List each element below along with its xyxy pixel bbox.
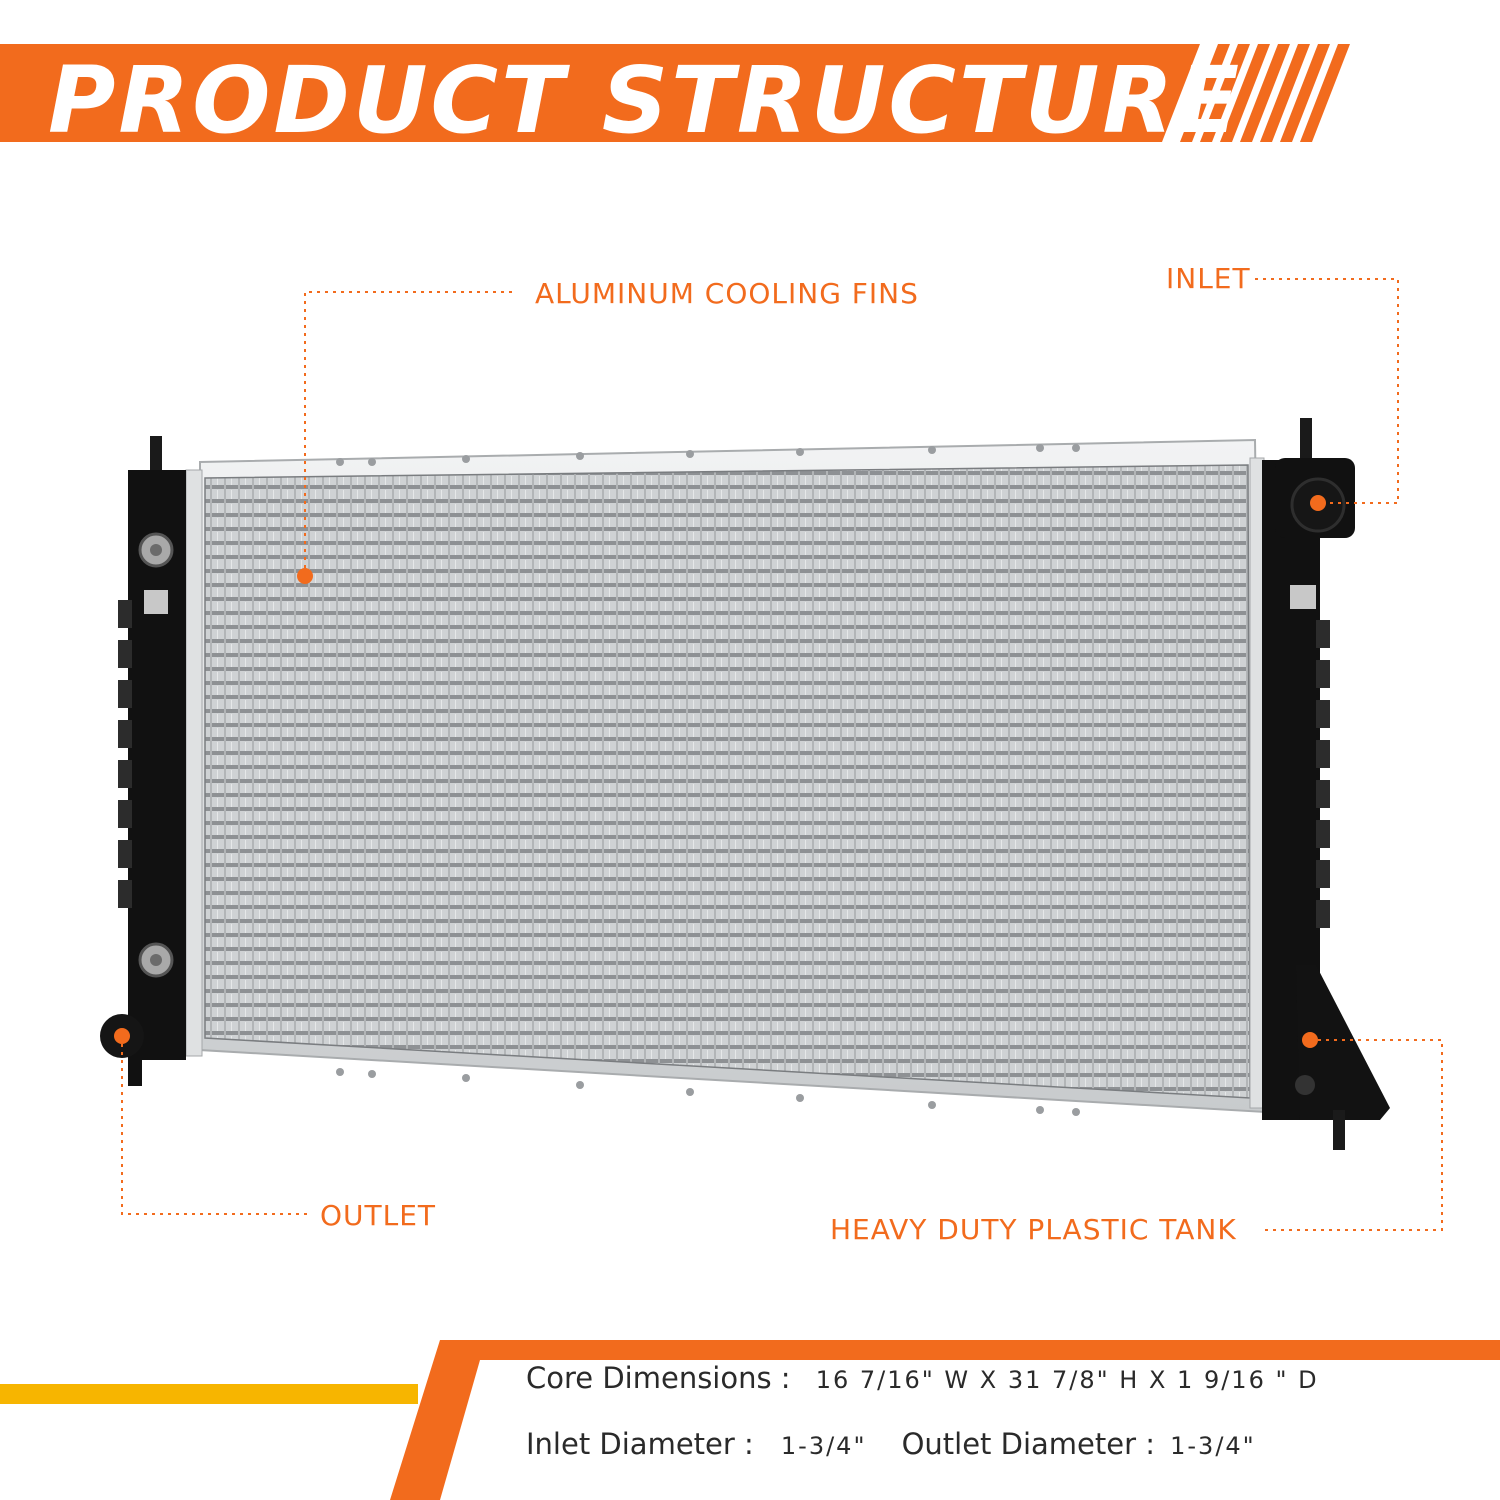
- left-plastic-tank: [100, 436, 186, 1086]
- right-side-rail: [1249, 457, 1265, 1109]
- core-dimensions-value: 16 7/16" W X 31 7/8" H X 1 9/16 " D: [815, 1366, 1319, 1394]
- core-dimensions-row: Core Dimensions : 16 7/16" W X 31 7/8" H…: [526, 1358, 1319, 1403]
- aluminum-core: [205, 465, 1250, 1098]
- page-title: PRODUCT STRUCTURE: [48, 47, 1243, 154]
- outlet-leader-line: [121, 1036, 312, 1215]
- inlet-label: INLET: [1166, 262, 1251, 295]
- outlet-marker: [114, 1028, 130, 1044]
- inlet-diameter-value: 1-3/4": [780, 1432, 867, 1460]
- callout-markers: [114, 495, 1326, 1048]
- outlet-diameter-label: Outlet Diameter :: [901, 1427, 1156, 1461]
- outlet-diameter-value: 1-3/4": [1170, 1432, 1256, 1460]
- banner-stripes: [1180, 44, 1350, 142]
- spec-text-area: [440, 1360, 1500, 1500]
- tank-leader-line: [1262, 1039, 1443, 1231]
- banner-bar: [0, 44, 1200, 142]
- cooling-fins-label: ALUMINUM COOLING FINS: [535, 277, 919, 310]
- inlet-diameter-label: Inlet Diameter :: [526, 1427, 754, 1461]
- top-mounting-holes: [336, 444, 1080, 466]
- inlet-marker: [1310, 495, 1326, 511]
- outlet-label: OUTLET: [320, 1199, 437, 1232]
- tank-marker: [1302, 1032, 1318, 1048]
- callout-leader-lines: [121, 278, 1443, 1231]
- spec-panel-shape: [0, 1340, 1500, 1500]
- bottom-mounting-holes: [336, 1068, 1080, 1116]
- title-banner: PRODUCT STRUCTURE: [0, 0, 1500, 200]
- tank-label: HEAVY DUTY PLASTIC TANK: [830, 1213, 1237, 1246]
- core-dimensions-label: Core Dimensions :: [526, 1361, 791, 1395]
- spec-panel: Core Dimensions : 16 7/16" W X 31 7/8" H…: [0, 1330, 1500, 1500]
- yellow-accent-bar: [0, 1384, 418, 1404]
- diameter-row: Inlet Diameter : 1-3/4" Outlet Diameter …: [526, 1424, 1256, 1469]
- banner-shape: [0, 44, 1350, 142]
- left-side-rail: [185, 469, 203, 1057]
- fins-marker: [297, 568, 313, 584]
